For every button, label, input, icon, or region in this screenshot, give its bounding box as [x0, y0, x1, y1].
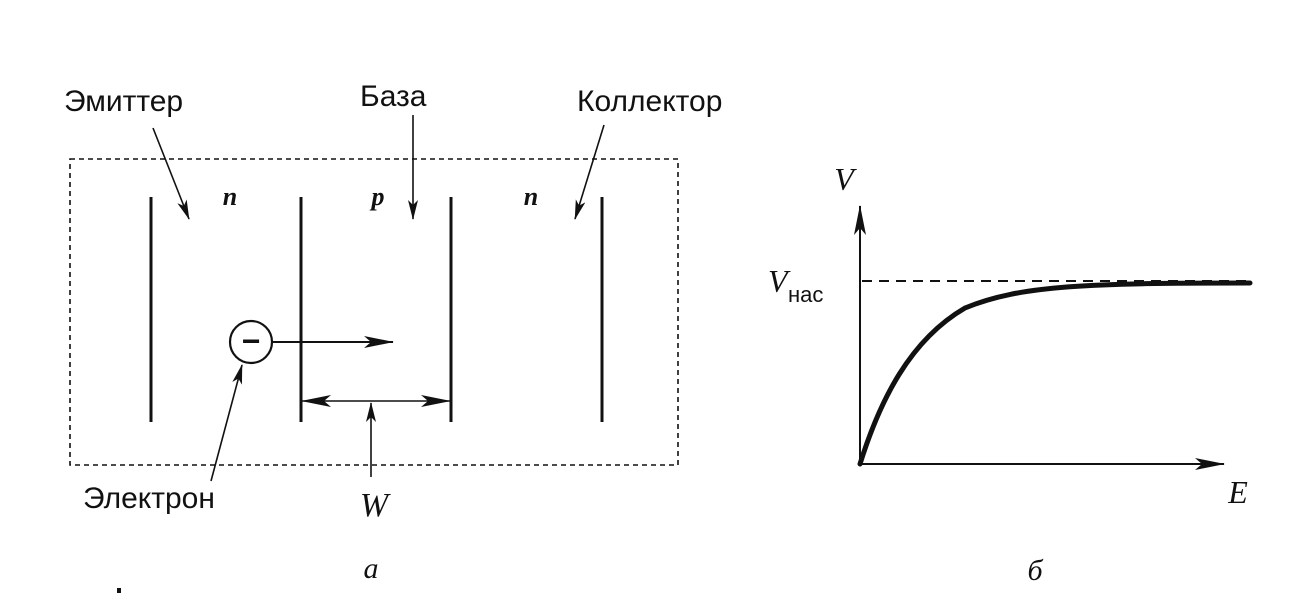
base-width-label: W [360, 487, 391, 524]
region-label-emitter-n: n [223, 182, 237, 211]
collector-label: Коллектор [577, 85, 722, 118]
caption-b: б [1027, 554, 1043, 587]
velocity-field-graph: V E V нас б [768, 161, 1253, 587]
emitter-label: Эмиттер [64, 85, 183, 118]
caption-a: а [364, 552, 379, 585]
y-axis-label: V [834, 161, 857, 197]
saturation-velocity-label: V [768, 263, 791, 299]
electron-pointer-arrow [210, 364, 243, 482]
saturation-velocity-symbol: V [768, 263, 791, 299]
collector-pointer-arrow [574, 124, 605, 220]
scan-speck [117, 588, 121, 593]
x-axis-label: E [1227, 474, 1248, 510]
base-label: База [360, 80, 427, 113]
electron-label: Электрон [83, 482, 215, 515]
region-label-collector-n: n [524, 182, 538, 211]
velocity-curve [857, 280, 1253, 467]
transistor-diagram: n p n Эмиттер База Коллектор − Электрон … [64, 80, 722, 585]
region-label-base-p: p [370, 182, 385, 211]
electron-minus-sign: − [242, 323, 261, 359]
emitter-pointer-arrow [152, 127, 190, 220]
device-boundary [69, 158, 679, 466]
saturation-velocity-subscript: нас [788, 282, 823, 307]
